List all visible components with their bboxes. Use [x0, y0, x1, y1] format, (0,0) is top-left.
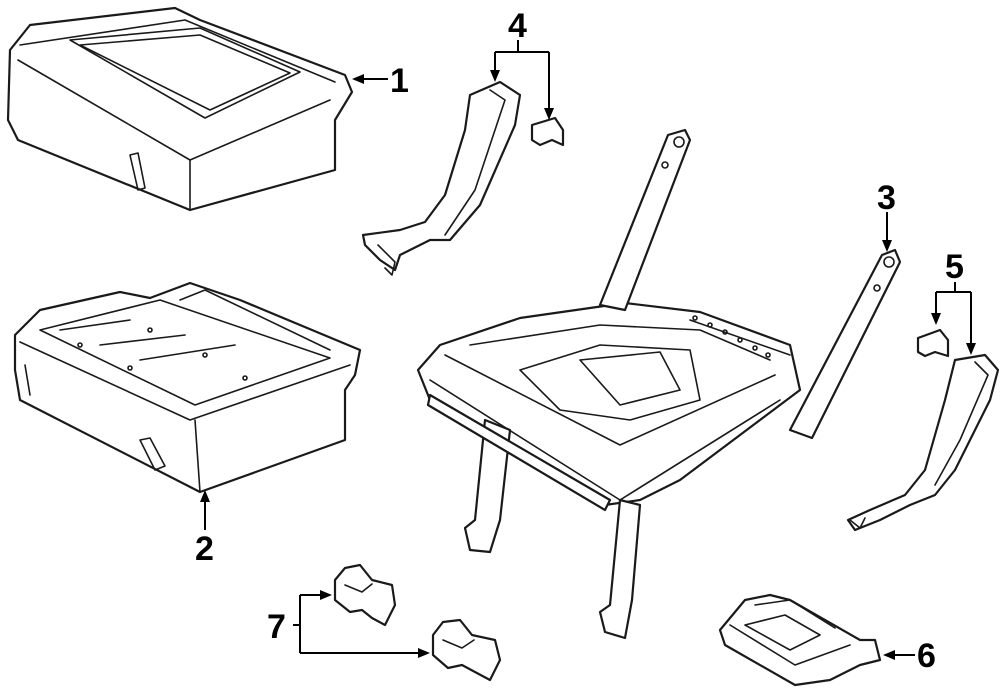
callout-3-label: 3 [877, 179, 896, 217]
callout-7-label: 7 [267, 608, 286, 646]
part-5-armrest-assembly[interactable] [846, 328, 1000, 532]
part-2-seat-cushion[interactable] [13, 281, 362, 494]
callout-4-label: 4 [508, 7, 527, 45]
callout-2-label: 2 [195, 530, 214, 568]
callout-7: 7 [267, 590, 430, 658]
callout-6-label: 6 [917, 637, 936, 675]
callout-6: 6 [883, 637, 936, 675]
part-7-clips[interactable] [333, 563, 502, 682]
part-1-seat-cushion-pad[interactable] [6, 6, 354, 212]
callout-1-label: 1 [390, 62, 409, 100]
callout-3: 3 [877, 179, 896, 252]
part-3-seat-frame[interactable] [416, 128, 902, 640]
callout-2: 2 [195, 490, 214, 568]
callout-5: 5 [931, 248, 976, 355]
part-6-bracket[interactable] [718, 593, 882, 687]
part-4-armrest-assembly[interactable] [361, 80, 565, 276]
callout-4: 4 [490, 7, 554, 120]
callout-5-label: 5 [945, 248, 964, 286]
callout-1: 1 [352, 62, 409, 100]
